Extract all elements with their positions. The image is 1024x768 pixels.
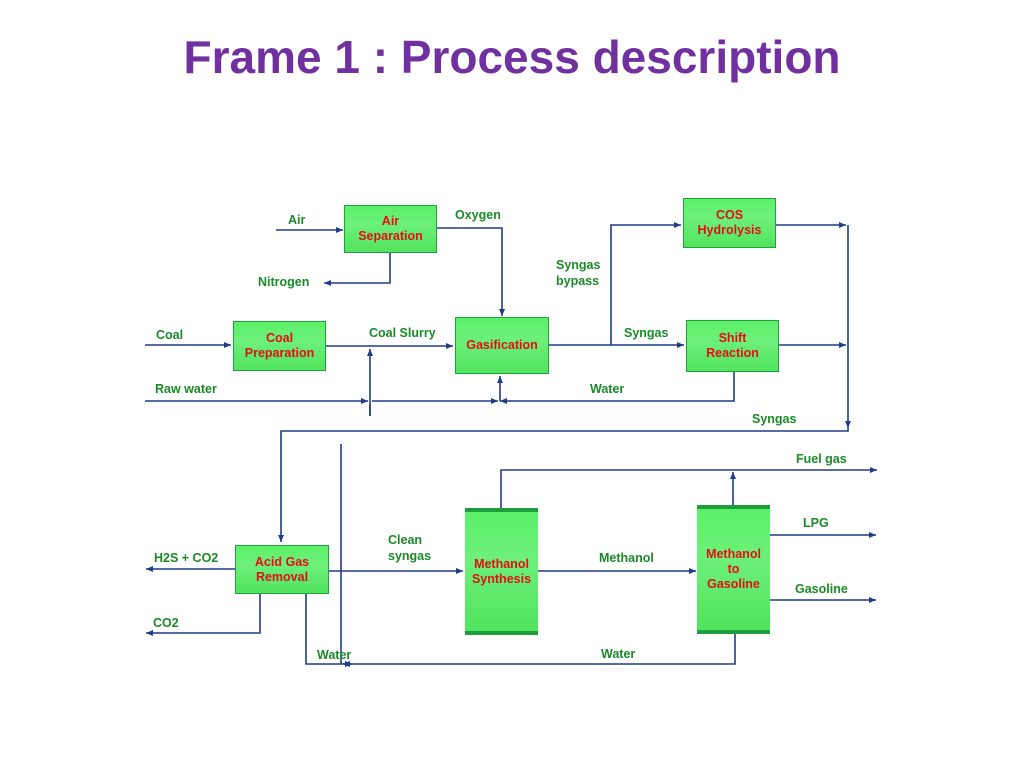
stream-label-oxygen: Oxygen bbox=[455, 208, 501, 222]
stream-label-coal: Coal bbox=[156, 328, 184, 342]
stream-label-water-agr: Water bbox=[317, 648, 352, 662]
stream-label-water-return: Water bbox=[590, 382, 625, 396]
acid-gas-removal-unit: Acid Gas Removal bbox=[235, 545, 329, 594]
co2-line bbox=[146, 594, 261, 636]
shift-reaction-unit: Shift Reaction bbox=[686, 320, 779, 372]
methanol-to-gasoline-label: Methanol to Gasoline bbox=[706, 547, 761, 591]
methanol-synthesis-unit: Methanol Synthesis bbox=[465, 508, 538, 635]
gasification-label: Gasification bbox=[466, 338, 538, 352]
coal-preparation-unit: Coal Preparation bbox=[233, 321, 326, 371]
stream-label-coal-slurry: Coal Slurry bbox=[369, 326, 436, 340]
water-return-line bbox=[500, 372, 735, 404]
page-title: Frame 1 : Process description bbox=[183, 31, 841, 83]
syngas-combined-line bbox=[278, 428, 849, 542]
methanol-to-gasoline-unit: Methanol to Gasoline bbox=[697, 505, 770, 634]
stream-label-syngas-bypass: Syngas bypass bbox=[556, 258, 601, 288]
acid-gas-removal-label: Acid Gas Removal bbox=[254, 554, 310, 584]
stream-label-syngas-shift: Syngas bbox=[624, 326, 669, 340]
syngas-bypass-line bbox=[610, 222, 681, 345]
coal-preparation-label: Coal Preparation bbox=[244, 331, 315, 360]
stream-label-water-bottom: Water bbox=[601, 647, 636, 661]
cos-hydrolysis-unit: COS Hydrolysis bbox=[683, 198, 776, 248]
stream-label-fuel-gas: Fuel gas bbox=[796, 452, 847, 466]
stream-label-gasoline: Gasoline bbox=[795, 582, 848, 596]
methanol-synthesis-label: Methanol Synthesis bbox=[471, 556, 532, 586]
stream-label-syngas-combined: Syngas bbox=[752, 412, 797, 426]
stream-label-h2s-co2: H2S + CO2 bbox=[154, 551, 219, 565]
stream-label-lpg: LPG bbox=[803, 516, 829, 530]
stream-label-methanol: Methanol bbox=[599, 551, 654, 565]
stream-label-nitrogen: Nitrogen bbox=[258, 275, 310, 289]
nitrogen-line bbox=[324, 253, 391, 286]
fuel-gas-line bbox=[500, 467, 877, 509]
water-agr-line bbox=[305, 594, 352, 667]
cos-hydrolysis-label: COS Hydrolysis bbox=[697, 208, 762, 237]
air-separation-unit: Air Separation bbox=[344, 205, 437, 253]
gasification-unit: Gasification bbox=[455, 317, 549, 374]
stream-label-co2: CO2 bbox=[153, 616, 179, 630]
air-separation-label: Air Separation bbox=[358, 214, 423, 243]
water-bottom-line bbox=[343, 634, 736, 667]
stream-label-raw-water: Raw water bbox=[155, 382, 217, 396]
stream-label-clean-syngas: Clean syngas bbox=[388, 533, 432, 563]
oxygen-line bbox=[437, 227, 505, 316]
shift-reaction-label: Shift Reaction bbox=[706, 331, 759, 360]
stream-label-air: Air bbox=[288, 213, 306, 227]
